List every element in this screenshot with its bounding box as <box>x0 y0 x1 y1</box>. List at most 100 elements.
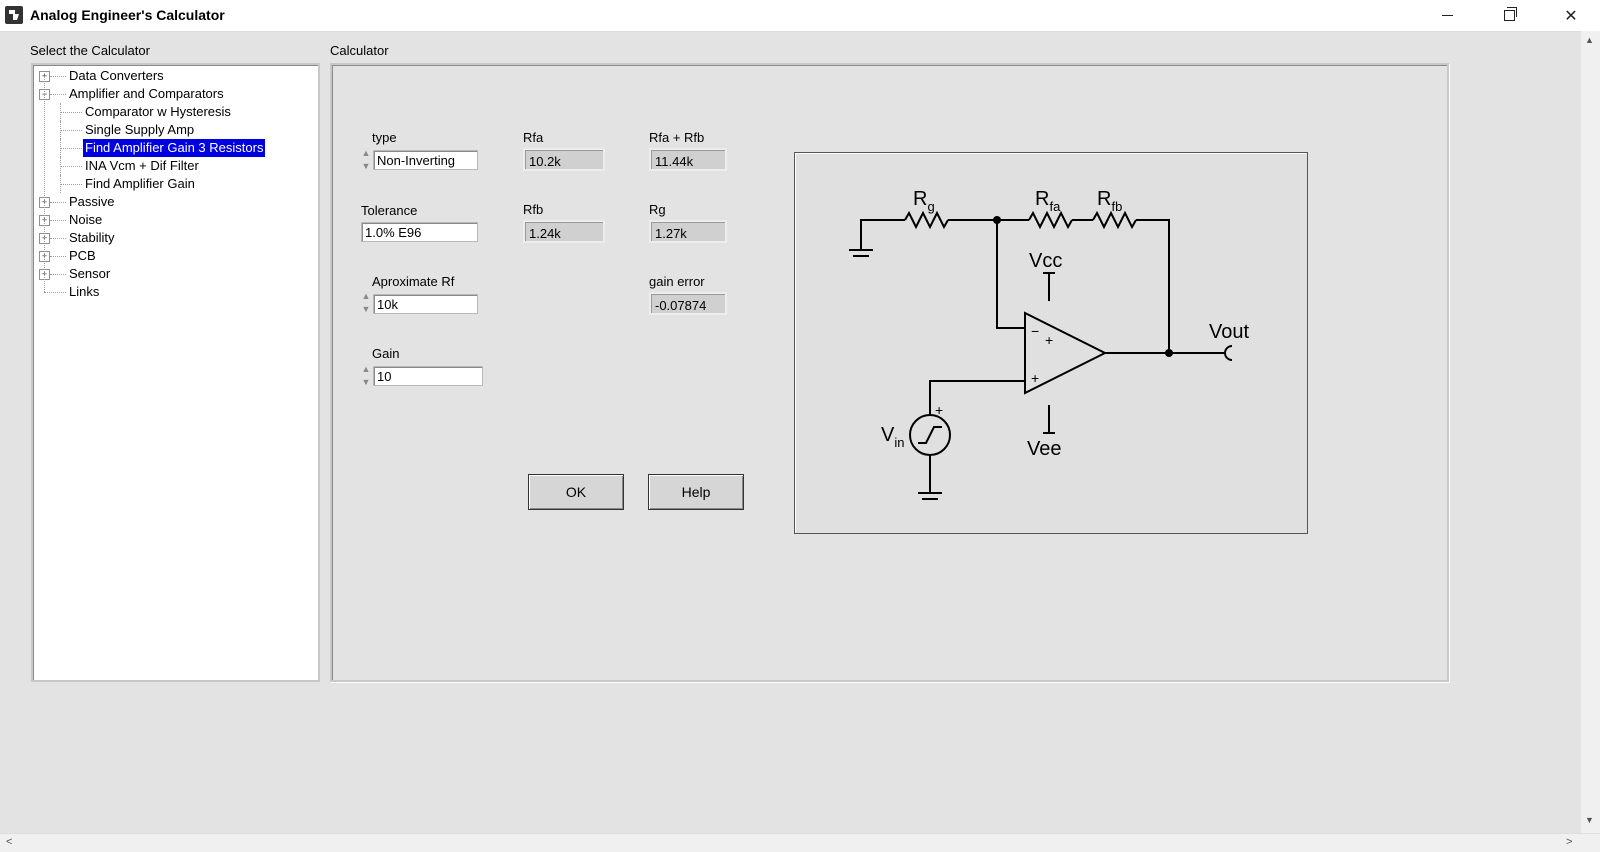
tree-item[interactable]: +Stability <box>33 229 313 247</box>
approx-rf-label: Aproximate Rf <box>372 274 455 289</box>
tree-item[interactable]: −Amplifier and Comparators <box>33 85 313 103</box>
tree-item-label[interactable]: Find Amplifier Gain 3 Resistors <box>81 138 267 158</box>
tree-item[interactable]: Links <box>33 283 313 301</box>
opamp-plus-input-label: + <box>1031 370 1039 386</box>
tree-item-label[interactable]: Comparator w Hysteresis <box>85 104 231 119</box>
spin-up-icon[interactable]: ▲ <box>361 291 371 301</box>
svg-text:Rfb: Rfb <box>1097 188 1122 214</box>
rfb-subscript: fb <box>1111 199 1122 214</box>
type-field[interactable]: Non-Inverting <box>373 150 478 170</box>
resistor-rg <box>904 210 949 230</box>
type-label: type <box>372 130 397 145</box>
rfa-value: 10.2k <box>523 148 605 171</box>
svg-text:Rg: Rg <box>913 188 935 214</box>
minimize-button[interactable] <box>1424 0 1470 31</box>
rfa-label: Rfa <box>523 130 544 145</box>
tree-connector <box>50 76 66 77</box>
tree-item-label[interactable]: Passive <box>69 194 115 209</box>
rg-subscript: g <box>927 199 934 214</box>
tree-item[interactable]: Find Amplifier Gain <box>33 175 313 193</box>
rfb-symbol-label: R <box>1097 188 1111 210</box>
ok-button[interactable]: OK <box>528 474 624 510</box>
ground-wire <box>860 219 905 250</box>
opamp-plus-label: + <box>1045 332 1053 348</box>
scroll-right-icon[interactable]: > <box>1566 836 1573 848</box>
type-spinner[interactable]: ▲ ▼ <box>361 147 371 173</box>
scroll-up-icon[interactable]: ▲ <box>1585 35 1594 45</box>
tree-item-label[interactable]: Amplifier and Comparators <box>69 86 224 101</box>
tree-item-label[interactable]: Single Supply Amp <box>85 122 195 137</box>
tree-connector <box>50 202 66 203</box>
rfb-label: Rfb <box>523 202 544 217</box>
tree-item-label[interactable]: Stability <box>69 230 115 245</box>
tolerance-label: Tolerance <box>361 203 418 218</box>
rg-symbol-label: R <box>913 188 927 210</box>
horizontal-scrollbar[interactable]: < > <box>0 833 1600 852</box>
restore-icon <box>1503 7 1517 21</box>
circuit-schematic: Rg Rfa Rfb Vcc Vee Vout Vin − + + + <box>794 152 1308 534</box>
tree-item[interactable]: +Data Converters <box>33 67 313 85</box>
tree-item[interactable]: Comparator w Hysteresis <box>33 103 313 121</box>
gain-field[interactable]: 10 <box>373 366 483 386</box>
tree-item-label[interactable]: Links <box>69 284 100 299</box>
tree-connector <box>50 238 66 239</box>
vcc-label: Vcc <box>1029 250 1062 272</box>
tree-connector <box>60 184 82 185</box>
tree-item-label[interactable]: Data Converters <box>69 68 164 83</box>
spin-down-icon[interactable]: ▼ <box>361 161 371 171</box>
tree-item[interactable]: +Passive <box>33 193 313 211</box>
gain-error-value: -0.07874 <box>649 292 727 315</box>
tree-item-label[interactable]: INA Vcm + Dif Filter <box>85 158 199 173</box>
approx-rf-field[interactable]: 10k <box>373 294 478 314</box>
gain-error-label: gain error <box>649 274 705 289</box>
scroll-down-icon[interactable]: ▼ <box>1585 815 1594 825</box>
close-button[interactable]: ✕ <box>1548 0 1594 31</box>
approx-rf-spinner[interactable]: ▲ ▼ <box>361 290 371 316</box>
tree-item-label[interactable]: Find Amplifier Gain <box>85 176 195 191</box>
resistor-rfb <box>1092 210 1137 230</box>
tree-item-label[interactable]: Sensor <box>69 266 111 281</box>
tree-connector <box>60 112 82 113</box>
tree-item[interactable]: INA Vcm + Dif Filter <box>33 157 313 175</box>
tree-connector <box>60 148 82 149</box>
tree-item-label[interactable]: PCB <box>69 248 96 263</box>
junction-dot <box>993 216 1001 224</box>
help-button[interactable]: Help <box>648 474 744 510</box>
tree-connector <box>60 130 82 131</box>
rfa-symbol-label: R <box>1035 188 1049 210</box>
tree-connector <box>44 76 45 292</box>
calculator-heading: Calculator <box>330 43 389 58</box>
tree-connector <box>50 256 66 257</box>
tree-item[interactable]: Find Amplifier Gain 3 Resistors <box>33 138 313 158</box>
opamp-symbol <box>1024 311 1108 395</box>
svg-text:Rfa: Rfa <box>1035 188 1061 214</box>
spin-down-icon[interactable]: ▼ <box>361 377 371 387</box>
window-title: Analog Engineer's Calculator <box>30 7 225 23</box>
svg-text:Vin: Vin <box>881 424 904 450</box>
spin-down-icon[interactable]: ▼ <box>361 304 371 314</box>
vee-label: Vee <box>1027 438 1061 460</box>
rg-label: Rg <box>649 202 666 217</box>
spin-up-icon[interactable]: ▲ <box>361 148 371 158</box>
app-logo-icon <box>5 6 23 24</box>
vin-symbol-label: V <box>881 424 895 446</box>
calculator-tree[interactable]: +Data Converters−Amplifier and Comparato… <box>31 63 320 682</box>
ground-icon <box>918 455 942 500</box>
sidebar-heading: Select the Calculator <box>30 43 150 58</box>
tree-item[interactable]: +Noise <box>33 211 313 229</box>
tree-connector <box>44 292 66 293</box>
tree-item[interactable]: Single Supply Amp <box>33 121 313 139</box>
opamp-minus-label: − <box>1031 323 1039 339</box>
gain-spinner[interactable]: ▲ ▼ <box>361 363 371 389</box>
tree-connector <box>50 274 66 275</box>
tree-item[interactable]: +Sensor <box>33 265 313 283</box>
tree-connector <box>50 220 66 221</box>
tree-item[interactable]: +PCB <box>33 247 313 265</box>
tree-item-label[interactable]: Noise <box>69 212 103 227</box>
junction-dot <box>1165 349 1173 357</box>
vertical-scrollbar[interactable]: ▲ ▼ <box>1581 31 1600 837</box>
tolerance-field[interactable]: 1.0% E96 <box>361 222 478 242</box>
spin-up-icon[interactable]: ▲ <box>361 364 371 374</box>
restore-button[interactable] <box>1486 0 1532 31</box>
scroll-left-icon[interactable]: < <box>6 836 13 848</box>
